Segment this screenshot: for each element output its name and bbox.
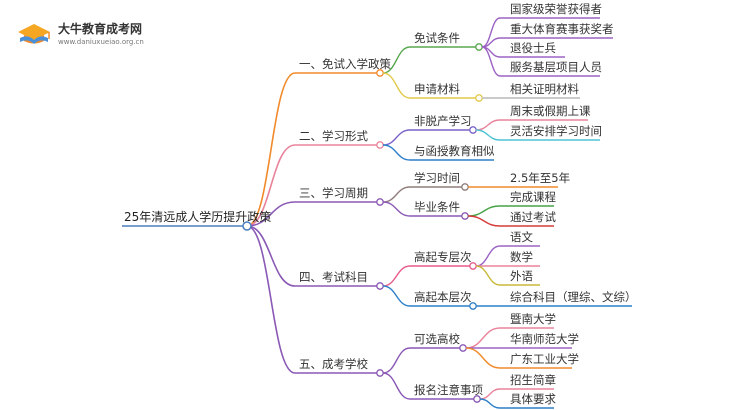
leaf-connector-5-2-2: [479, 398, 501, 409]
leaf-connector-3-2-2: [467, 215, 501, 227]
branch-label-1[interactable]: 一、免试入学政策: [299, 57, 391, 71]
branch-connector-2: [246, 144, 296, 227]
sub-connector-4-1: [382, 265, 411, 287]
leaf-label-1-1-3[interactable]: 退役士兵: [510, 41, 556, 55]
sub-connector-5-2: [382, 372, 411, 400]
leaf-label-5-1-3[interactable]: 广东工业大学: [510, 352, 579, 366]
leaf-connector-5-1-3: [465, 347, 501, 369]
branch-label-2[interactable]: 二、学习形式: [299, 129, 368, 143]
branch-connector-5: [246, 225, 296, 374]
branch-label-4[interactable]: 四、考试科目: [299, 270, 368, 284]
root-node-label[interactable]: 25年清远成人学历提升政策: [124, 210, 272, 224]
branch-connector-1: [246, 72, 296, 227]
leaf-label-2-1-2[interactable]: 灵活安排学习时间: [510, 124, 602, 138]
logo-url: www.daniuxueiao.org.cn: [58, 38, 144, 46]
sub-label-5-1[interactable]: 可选高校: [414, 332, 460, 346]
sub-connector-1-1: [382, 46, 411, 74]
leaf-label-3-1-1[interactable]: 2.5年至5年: [510, 171, 571, 185]
leaf-connector-4-1-1: [475, 245, 501, 267]
sub-node-dot-3-1: [461, 183, 469, 191]
leaf-connector-1-1-4: [481, 46, 501, 77]
sub-connector-4-2: [382, 285, 411, 307]
branch-label-5[interactable]: 五、成考学校: [299, 357, 368, 371]
sub-node-dot-3-2: [461, 212, 469, 220]
sub-node-dot-1-2: [475, 94, 483, 102]
sub-node-dot-1-1: [475, 43, 483, 51]
site-logo[interactable]: 大牛教育成考网 www.daniuxueiao.org.cn: [12, 10, 152, 50]
branch-connector-3: [246, 201, 296, 227]
leaf-label-5-1-2[interactable]: 华南师范大学: [510, 332, 579, 346]
sub-connector-2-2: [382, 144, 411, 161]
sub-label-4-2[interactable]: 高起本层次: [414, 290, 472, 304]
branch-node-dot-2: [376, 141, 384, 149]
leaf-label-5-2-2[interactable]: 具体要求: [510, 392, 556, 406]
branch-connector-4: [246, 225, 296, 287]
sub-connector-1-2: [382, 72, 411, 99]
leaf-connector-5-2-1: [479, 388, 501, 400]
leaf-label-1-1-4[interactable]: 服务基层项目人员: [510, 60, 602, 74]
sub-label-1-2[interactable]: 申请材料: [414, 82, 460, 96]
leaf-label-3-2-1[interactable]: 完成课程: [510, 190, 556, 204]
sub-label-4-1[interactable]: 高起专层次: [414, 250, 472, 264]
leaf-connector-3-2-1: [467, 205, 501, 217]
sub-label-2-1[interactable]: 非脱产学习: [414, 114, 472, 128]
sub-label-2-2[interactable]: 与函授教育相似: [414, 144, 495, 158]
leaf-connector-2-1-2: [475, 129, 501, 141]
sub-label-3-1[interactable]: 学习时间: [414, 171, 460, 185]
leaf-label-4-1-1[interactable]: 语文: [510, 230, 533, 244]
leaf-label-5-1-1[interactable]: 暨南大学: [510, 312, 556, 326]
leaf-label-1-1-2[interactable]: 重大体育赛事获奖者: [510, 22, 614, 36]
leaf-label-1-1-1[interactable]: 国家级荣誉获得者: [510, 2, 602, 16]
branch-label-3[interactable]: 三、学习周期: [299, 186, 368, 200]
sub-label-3-2[interactable]: 毕业条件: [414, 200, 460, 214]
leaf-label-4-1-3[interactable]: 外语: [510, 269, 533, 283]
sub-connector-3-1: [382, 186, 411, 203]
logo-title: 大牛教育成考网: [58, 22, 143, 36]
leaf-label-4-1-2[interactable]: 数学: [510, 250, 533, 264]
sub-label-5-2[interactable]: 报名注意事项: [414, 383, 483, 397]
leaf-label-4-2-1[interactable]: 综合科目（理综、文综）: [510, 290, 637, 304]
sub-connector-3-2: [382, 201, 411, 217]
leaf-label-3-2-2[interactable]: 通过考试: [510, 210, 556, 224]
leaf-connector-4-1-3: [475, 265, 501, 286]
leaf-label-2-1-1[interactable]: 周末或假期上课: [510, 104, 591, 118]
sub-connector-2-1: [382, 129, 411, 146]
leaf-label-5-2-1[interactable]: 招生简章: [510, 373, 556, 387]
sub-connector-5-1: [382, 347, 411, 374]
leaf-connector-5-1-1: [465, 327, 501, 349]
leaf-label-1-2-1[interactable]: 相关证明材料: [510, 82, 579, 96]
graduation-cap-book-icon: [18, 24, 50, 44]
sub-node-dot-5-1: [459, 344, 467, 352]
sub-label-1-1[interactable]: 免试条件: [414, 31, 460, 45]
root-node-dot: [242, 221, 252, 231]
branch-node-dot-4: [376, 282, 384, 290]
branch-node-dot-3: [376, 198, 384, 206]
branch-node-dot-5: [376, 369, 384, 377]
leaf-connector-2-1-1: [475, 119, 501, 131]
